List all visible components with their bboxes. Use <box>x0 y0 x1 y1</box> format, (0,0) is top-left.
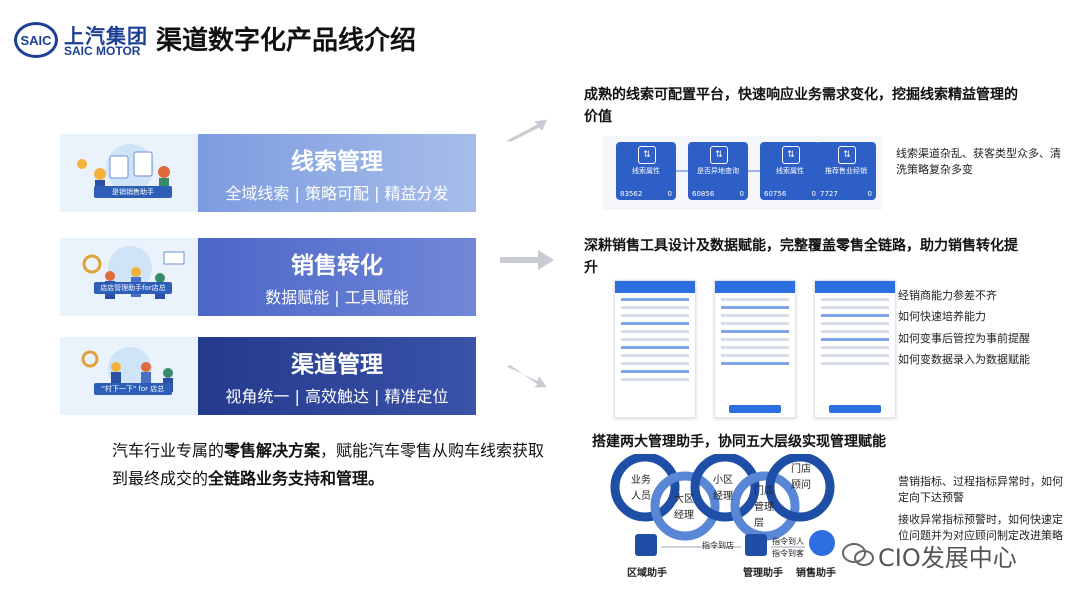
flow-node-zero: 0 <box>811 190 816 198</box>
flow-connector <box>732 170 764 172</box>
page-title: 渠道数字化产品线介绍 <box>156 26 417 56</box>
card-ribbon-label: "村下一下" for 店总 <box>94 383 172 395</box>
cycle-label: 小区经理 <box>713 475 733 502</box>
flow-node-count: 60856 <box>692 190 715 198</box>
flow-node-count: 7727 <box>820 190 838 198</box>
management-assistant-icon <box>745 534 767 556</box>
lead-flow-diagram: ⇅ 线索属性 83562 0 ⇅ 是否异地查询 60856 0 ⇅ 线索属性 6… <box>602 136 882 210</box>
flow-node-zero: 0 <box>867 190 872 198</box>
card-heading: 销售转化 <box>291 253 383 279</box>
phone-screenshot-list <box>614 280 696 418</box>
summary-part: 汽车行业专属的 <box>112 441 225 460</box>
flow-node-label: 线索属性 <box>632 167 660 175</box>
sales-note: 如何快速培养能力 <box>898 310 986 323</box>
phone-screenshot-detail <box>814 280 896 418</box>
assistant-note: 接收异常指标预警时，如何快速定位问题并为对应顾问制定改进策略 <box>898 513 1063 542</box>
card-subtitle: 视角统一 | 高效触达 | 精准定位 <box>225 387 449 406</box>
flow-node-label: 线索属性 <box>776 167 804 175</box>
people-illustration-icon <box>77 144 170 196</box>
flow-node-icon: ⇅ <box>782 146 800 164</box>
summary-part: ，赋能汽车零售从购车线索获取到最终成交的 <box>112 441 545 488</box>
flow-node-label: 推荐售业经销 <box>825 167 867 175</box>
sales-conversion-illustration: 店店管理助手for店总 <box>60 238 198 316</box>
card-panel: 渠道管理 视角统一 | 高效触达 | 精准定位 <box>198 337 476 415</box>
arrow-label: 指令到店 <box>702 541 734 550</box>
assistant-note: 营销指标、过程指标异常时，如何定向下达预警 <box>898 475 1063 504</box>
cycle-label: 业务人员 <box>631 475 651 502</box>
cycle-label: 门店管理层 <box>754 486 774 529</box>
product-card-channel-management: "村下一下" for 店总 渠道管理 视角统一 | 高效触达 | 精准定位 <box>60 337 476 415</box>
section-assistants-title: 搭建两大管理助手，协同五大层级实现管理赋能 <box>592 434 886 450</box>
role-label: 管理助手 <box>743 568 783 579</box>
card-ribbon-label: 店店管理助手for店总 <box>94 282 172 294</box>
card-heading: 线索管理 <box>291 149 383 175</box>
role-label: 销售助手 <box>796 568 836 579</box>
summary-text: 汽车行业专属的零售解决方案，赋能汽车零售从购车线索获取到最终成交的全链路业务支持… <box>112 437 552 493</box>
card-subtitle: 全域线索 | 策略可配 | 精益分发 <box>225 184 449 203</box>
card-subtitle: 数据赋能 | 工具赋能 <box>265 288 409 307</box>
sales-note: 如何变数据录入为数据赋能 <box>898 353 1030 366</box>
flow-node-zero: 0 <box>739 190 744 198</box>
flow-node: ⇅ 是否异地查询 60856 0 <box>688 142 748 200</box>
channel-management-illustration: "村下一下" for 店总 <box>60 337 198 415</box>
management-cycle-diagram <box>610 454 835 556</box>
flow-node-count: 60756 <box>764 190 787 198</box>
product-card-sales-conversion: 店店管理助手for店总 销售转化 数据赋能 | 工具赋能 <box>60 238 476 316</box>
flow-node-zero: 0 <box>667 190 672 198</box>
sales-assistant-icon <box>809 530 835 556</box>
section-sales-tools-title: 深耕销售工具设计及数据赋能，完整覆盖零售全链路，助力销售转化提升 <box>584 238 1018 276</box>
section-lead-platform-title: 成熟的线索可配置平台，快速响应业务需求变化，挖掘线索精益管理的价值 <box>584 87 1018 125</box>
summary-bold: 零售解决方案 <box>224 441 321 460</box>
arrow-up-right-icon <box>507 119 547 142</box>
logo-chinese-name: 上汽集团 <box>64 24 148 48</box>
saic-logo: SAIC 上汽集团 SAIC MOTOR <box>14 18 150 64</box>
cycle-label: 门店顾问 <box>791 464 811 491</box>
flow-node-icon: ⇅ <box>710 146 728 164</box>
flow-node-icon: ⇅ <box>838 146 856 164</box>
saic-logo-mark: SAIC <box>14 22 58 58</box>
lead-management-illustration: 是销销售助手 <box>60 134 198 212</box>
card-heading: 渠道管理 <box>291 352 383 378</box>
people-illustration-icon <box>82 246 185 299</box>
card-panel: 线索管理 全域线索 | 策略可配 | 精益分发 <box>198 134 476 212</box>
arrow-label: 指令到人 <box>772 537 804 546</box>
flow-node: ⇅ 线索属性 83562 0 <box>616 142 676 200</box>
cycle-label: 大区经理 <box>674 494 694 521</box>
arrow-right-icon <box>500 250 554 270</box>
summary-bold: 全链路业务支持和管理。 <box>208 469 385 488</box>
logo-english-name: SAIC MOTOR <box>64 44 141 58</box>
wechat-icon <box>842 543 874 566</box>
arrow-label: 指令到客 <box>772 549 804 558</box>
flow-node: ⇅ 线索属性 60756 0 <box>760 142 820 200</box>
watermark-text: CIO发展中心 <box>878 544 1017 572</box>
card-ribbon-label: 是销销售助手 <box>94 186 172 198</box>
flow-node-count: 83562 <box>620 190 643 198</box>
role-label: 区域助手 <box>627 568 667 579</box>
card-panel: 销售转化 数据赋能 | 工具赋能 <box>198 238 476 316</box>
arrow-down-right-icon <box>507 365 547 388</box>
flow-node-icon: ⇅ <box>638 146 656 164</box>
regional-assistant-icon <box>635 534 657 556</box>
people-illustration-icon <box>81 347 173 392</box>
flow-node-label: 是否异地查询 <box>697 167 739 175</box>
sales-note: 经销商能力参差不齐 <box>898 289 997 302</box>
flow-node: ⇅ 推荐售业经销 7727 0 <box>816 142 876 200</box>
product-card-lead-management: 是销销售助手 线索管理 全域线索 | 策略可配 | 精益分发 <box>60 134 476 212</box>
phone-screenshot-form <box>714 280 796 418</box>
section-lead-note: 线索渠道杂乱、获客类型众多、清洗策略复杂多变 <box>896 147 1061 176</box>
sales-note: 如何变事后管控为事前提醒 <box>898 332 1030 345</box>
